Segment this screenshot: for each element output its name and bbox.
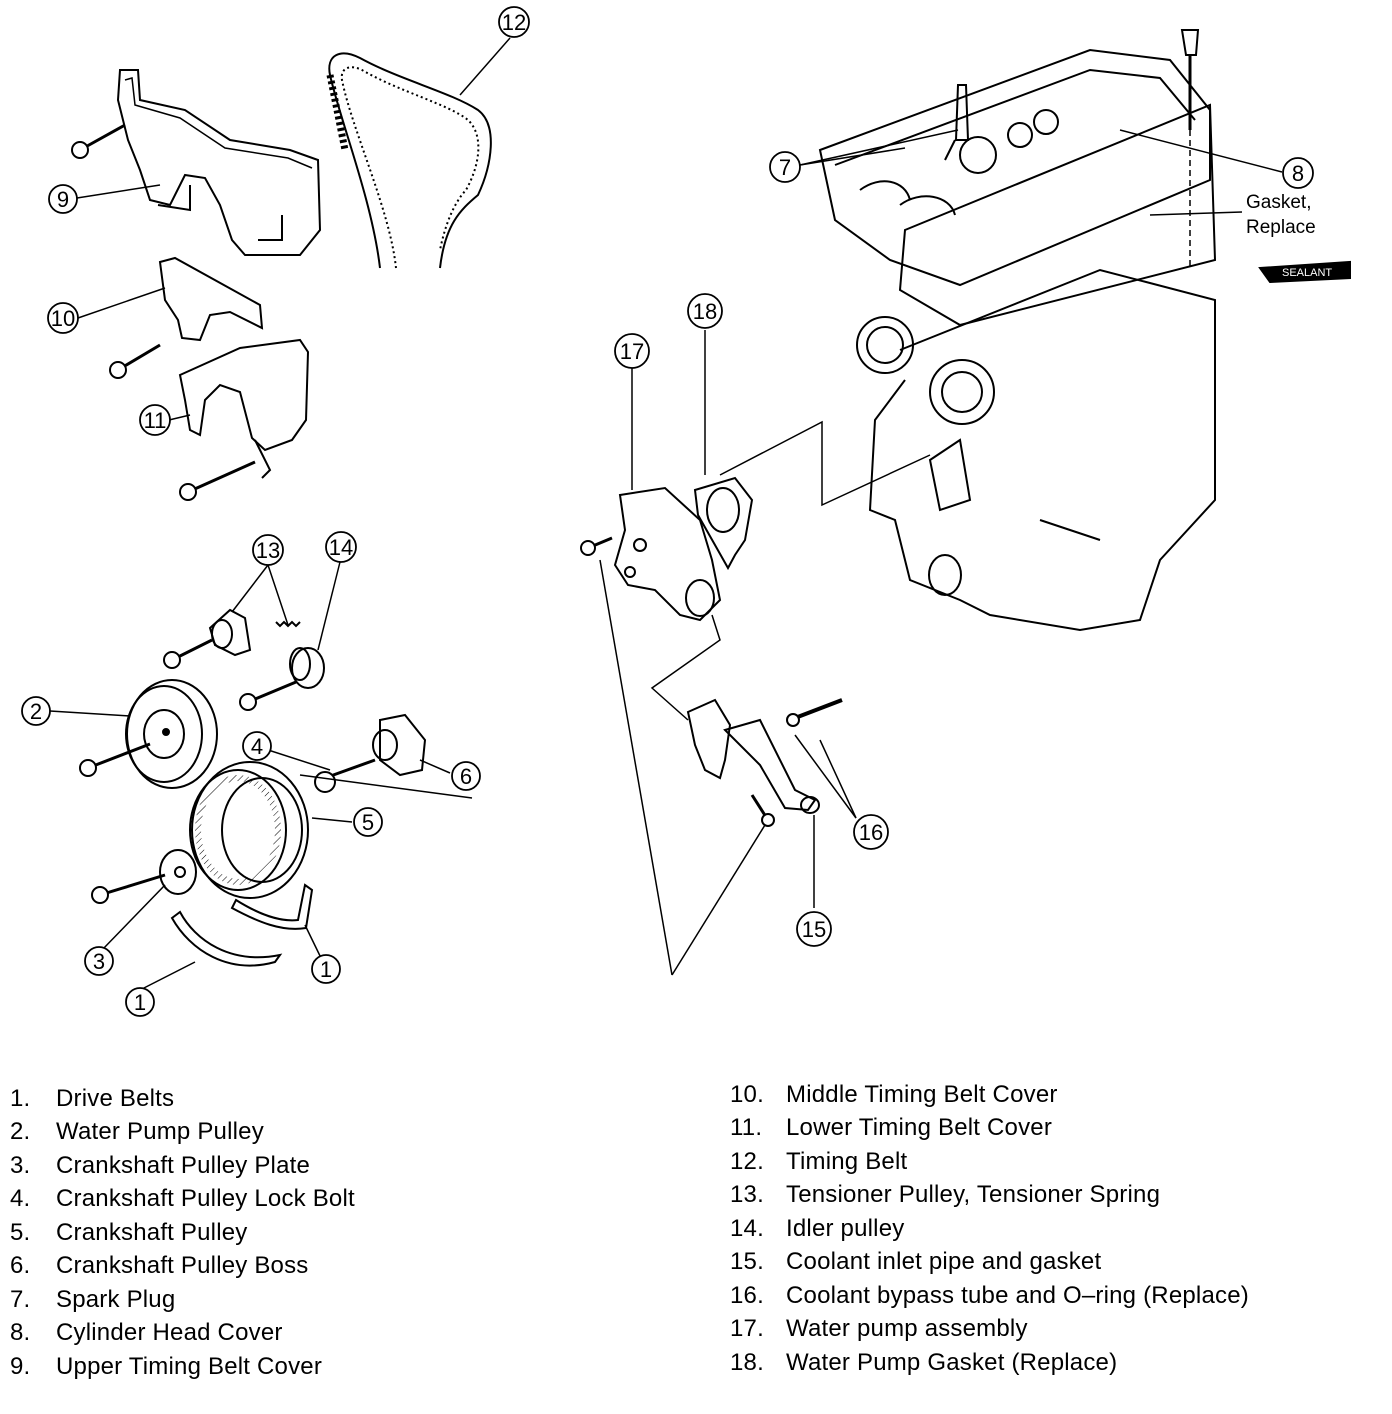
legend-item: 6.Crankshaft Pulley Boss — [10, 1252, 309, 1280]
water-pump-drawing — [580, 420, 931, 622]
callout-14: 14 — [325, 531, 357, 563]
callout-12: 12 — [498, 6, 530, 38]
svg-text:1: 1 — [134, 990, 146, 1015]
svg-text:4: 4 — [251, 734, 263, 759]
legend-item: 14.Idler pulley — [730, 1214, 905, 1242]
exploded-parts-diagram: SEALANT — [21, 6, 1351, 1017]
middle-timing-belt-cover-drawing — [109, 256, 264, 379]
leader-lines — [49, 37, 1283, 991]
svg-text:6: 6 — [460, 764, 472, 789]
legend-item: 17.Water pump assembly — [730, 1315, 1028, 1343]
callout-9: 9 — [48, 184, 78, 214]
svg-text:2: 2 — [30, 699, 42, 724]
svg-text:15: 15 — [802, 917, 826, 942]
svg-text:13: 13 — [256, 538, 280, 563]
svg-text:14: 14 — [329, 535, 353, 560]
svg-text:7: 7 — [779, 155, 791, 180]
svg-text:9: 9 — [57, 187, 69, 212]
legend-item: 7.Spark Plug — [10, 1285, 176, 1313]
callout-15: 15 — [796, 911, 832, 947]
gasket-note-line2: Replace — [1246, 217, 1316, 238]
callout-4: 4 — [242, 731, 272, 761]
callout-5: 5 — [353, 807, 383, 837]
lower-timing-belt-cover-drawing — [178, 338, 310, 501]
svg-text:1: 1 — [320, 957, 332, 982]
engine-cylinder-head-drawing — [818, 29, 1351, 632]
legend-item: 18.Water Pump Gasket (Replace) — [730, 1348, 1118, 1376]
tensioner-idler-drawing — [163, 608, 325, 711]
legend-item: 15.Coolant inlet pipe and gasket — [730, 1248, 1102, 1276]
callout-3: 3 — [84, 946, 114, 976]
legend-item: 1.Drive Belts — [10, 1084, 175, 1112]
parts-legend-left: 1.Drive Belts 2.Water Pump Pulley 3.Cran… — [10, 1082, 355, 1384]
legend-item: 16.Coolant bypass tube and O–ring (Repla… — [730, 1281, 1249, 1309]
svg-text:16: 16 — [859, 820, 883, 845]
callout-17: 17 — [614, 333, 650, 369]
legend-item: 4.Crankshaft Pulley Lock Bolt — [10, 1185, 355, 1213]
callout-11: 11 — [139, 404, 171, 436]
upper-timing-belt-cover-drawing — [71, 69, 322, 256]
legend-item: 8.Cylinder Head Cover — [10, 1319, 283, 1347]
svg-text:11: 11 — [144, 408, 167, 433]
timing-belt-drawing — [326, 52, 492, 269]
callout-7: 7 — [769, 151, 801, 183]
svg-text:10: 10 — [51, 306, 75, 331]
legend-item: 10.Middle Timing Belt Cover — [730, 1080, 1058, 1108]
svg-text:18: 18 — [693, 299, 717, 324]
gasket-note-line1: Gasket, — [1246, 192, 1311, 213]
svg-text:12: 12 — [502, 10, 526, 35]
legend-item: 9.Upper Timing Belt Cover — [10, 1352, 323, 1380]
water-pump-pulley-drawing — [79, 679, 218, 789]
callout-6: 6 — [451, 761, 481, 791]
callouts: 12 9 10 11 13 14 2 4 — [21, 6, 1314, 1017]
drive-belts-drawing — [170, 883, 314, 967]
svg-text:5: 5 — [362, 810, 374, 835]
coolant-pipe-drawing — [599, 559, 843, 976]
svg-text:3: 3 — [93, 949, 105, 974]
callout-1-right: 1 — [311, 954, 341, 984]
callout-10: 10 — [47, 302, 79, 334]
legend-item: 11.Lower Timing Belt Cover — [730, 1114, 1053, 1142]
svg-text:17: 17 — [620, 339, 644, 364]
legend-item: 12.Timing Belt — [730, 1147, 908, 1175]
callout-1-left: 1 — [125, 987, 155, 1017]
legend-item: 5.Crankshaft Pulley — [10, 1218, 248, 1246]
callout-13: 13 — [252, 534, 284, 566]
legend-item: 13.Tensioner Pulley, Tensioner Spring — [730, 1181, 1161, 1209]
callout-18: 18 — [687, 293, 723, 329]
parts-legend-right: 10.Middle Timing Belt Cover 11.Lower Tim… — [730, 1078, 1249, 1380]
callout-2: 2 — [21, 696, 51, 726]
legend-item: 2.Water Pump Pulley — [10, 1118, 264, 1146]
callout-16: 16 — [853, 814, 889, 850]
crankshaft-pulley-drawing — [91, 713, 473, 904]
sealant-tube-label: SEALANT — [1282, 267, 1332, 279]
callout-8: 8 — [1282, 157, 1314, 189]
legend-item: 3.Crankshaft Pulley Plate — [10, 1151, 311, 1179]
svg-text:8: 8 — [1292, 161, 1304, 186]
